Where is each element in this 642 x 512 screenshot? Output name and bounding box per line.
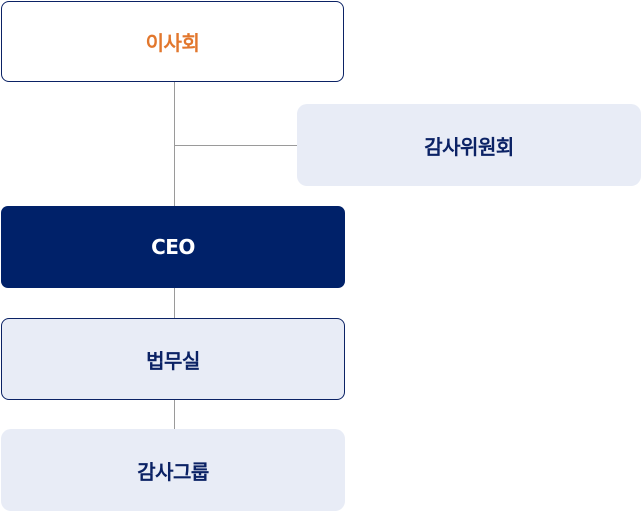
connector-to-audit-committee	[174, 145, 297, 146]
legal-office-node: 법무실	[1, 318, 345, 400]
audit-committee-label: 감사위원회	[424, 134, 514, 159]
audit-group-label: 감사그룹	[137, 459, 209, 484]
connector-ceo-to-legal	[174, 288, 175, 318]
ceo-label: CEO	[151, 235, 195, 259]
audit-group-node: 감사그룹	[1, 429, 345, 511]
audit-committee-node: 감사위원회	[297, 104, 641, 186]
connector-legal-to-audit-group	[174, 400, 175, 429]
board-node: 이사회	[1, 1, 344, 82]
connector-board-to-ceo	[174, 82, 175, 206]
legal-office-label: 법무실	[146, 348, 200, 373]
board-label: 이사회	[145, 31, 200, 55]
ceo-node: CEO	[1, 206, 345, 288]
